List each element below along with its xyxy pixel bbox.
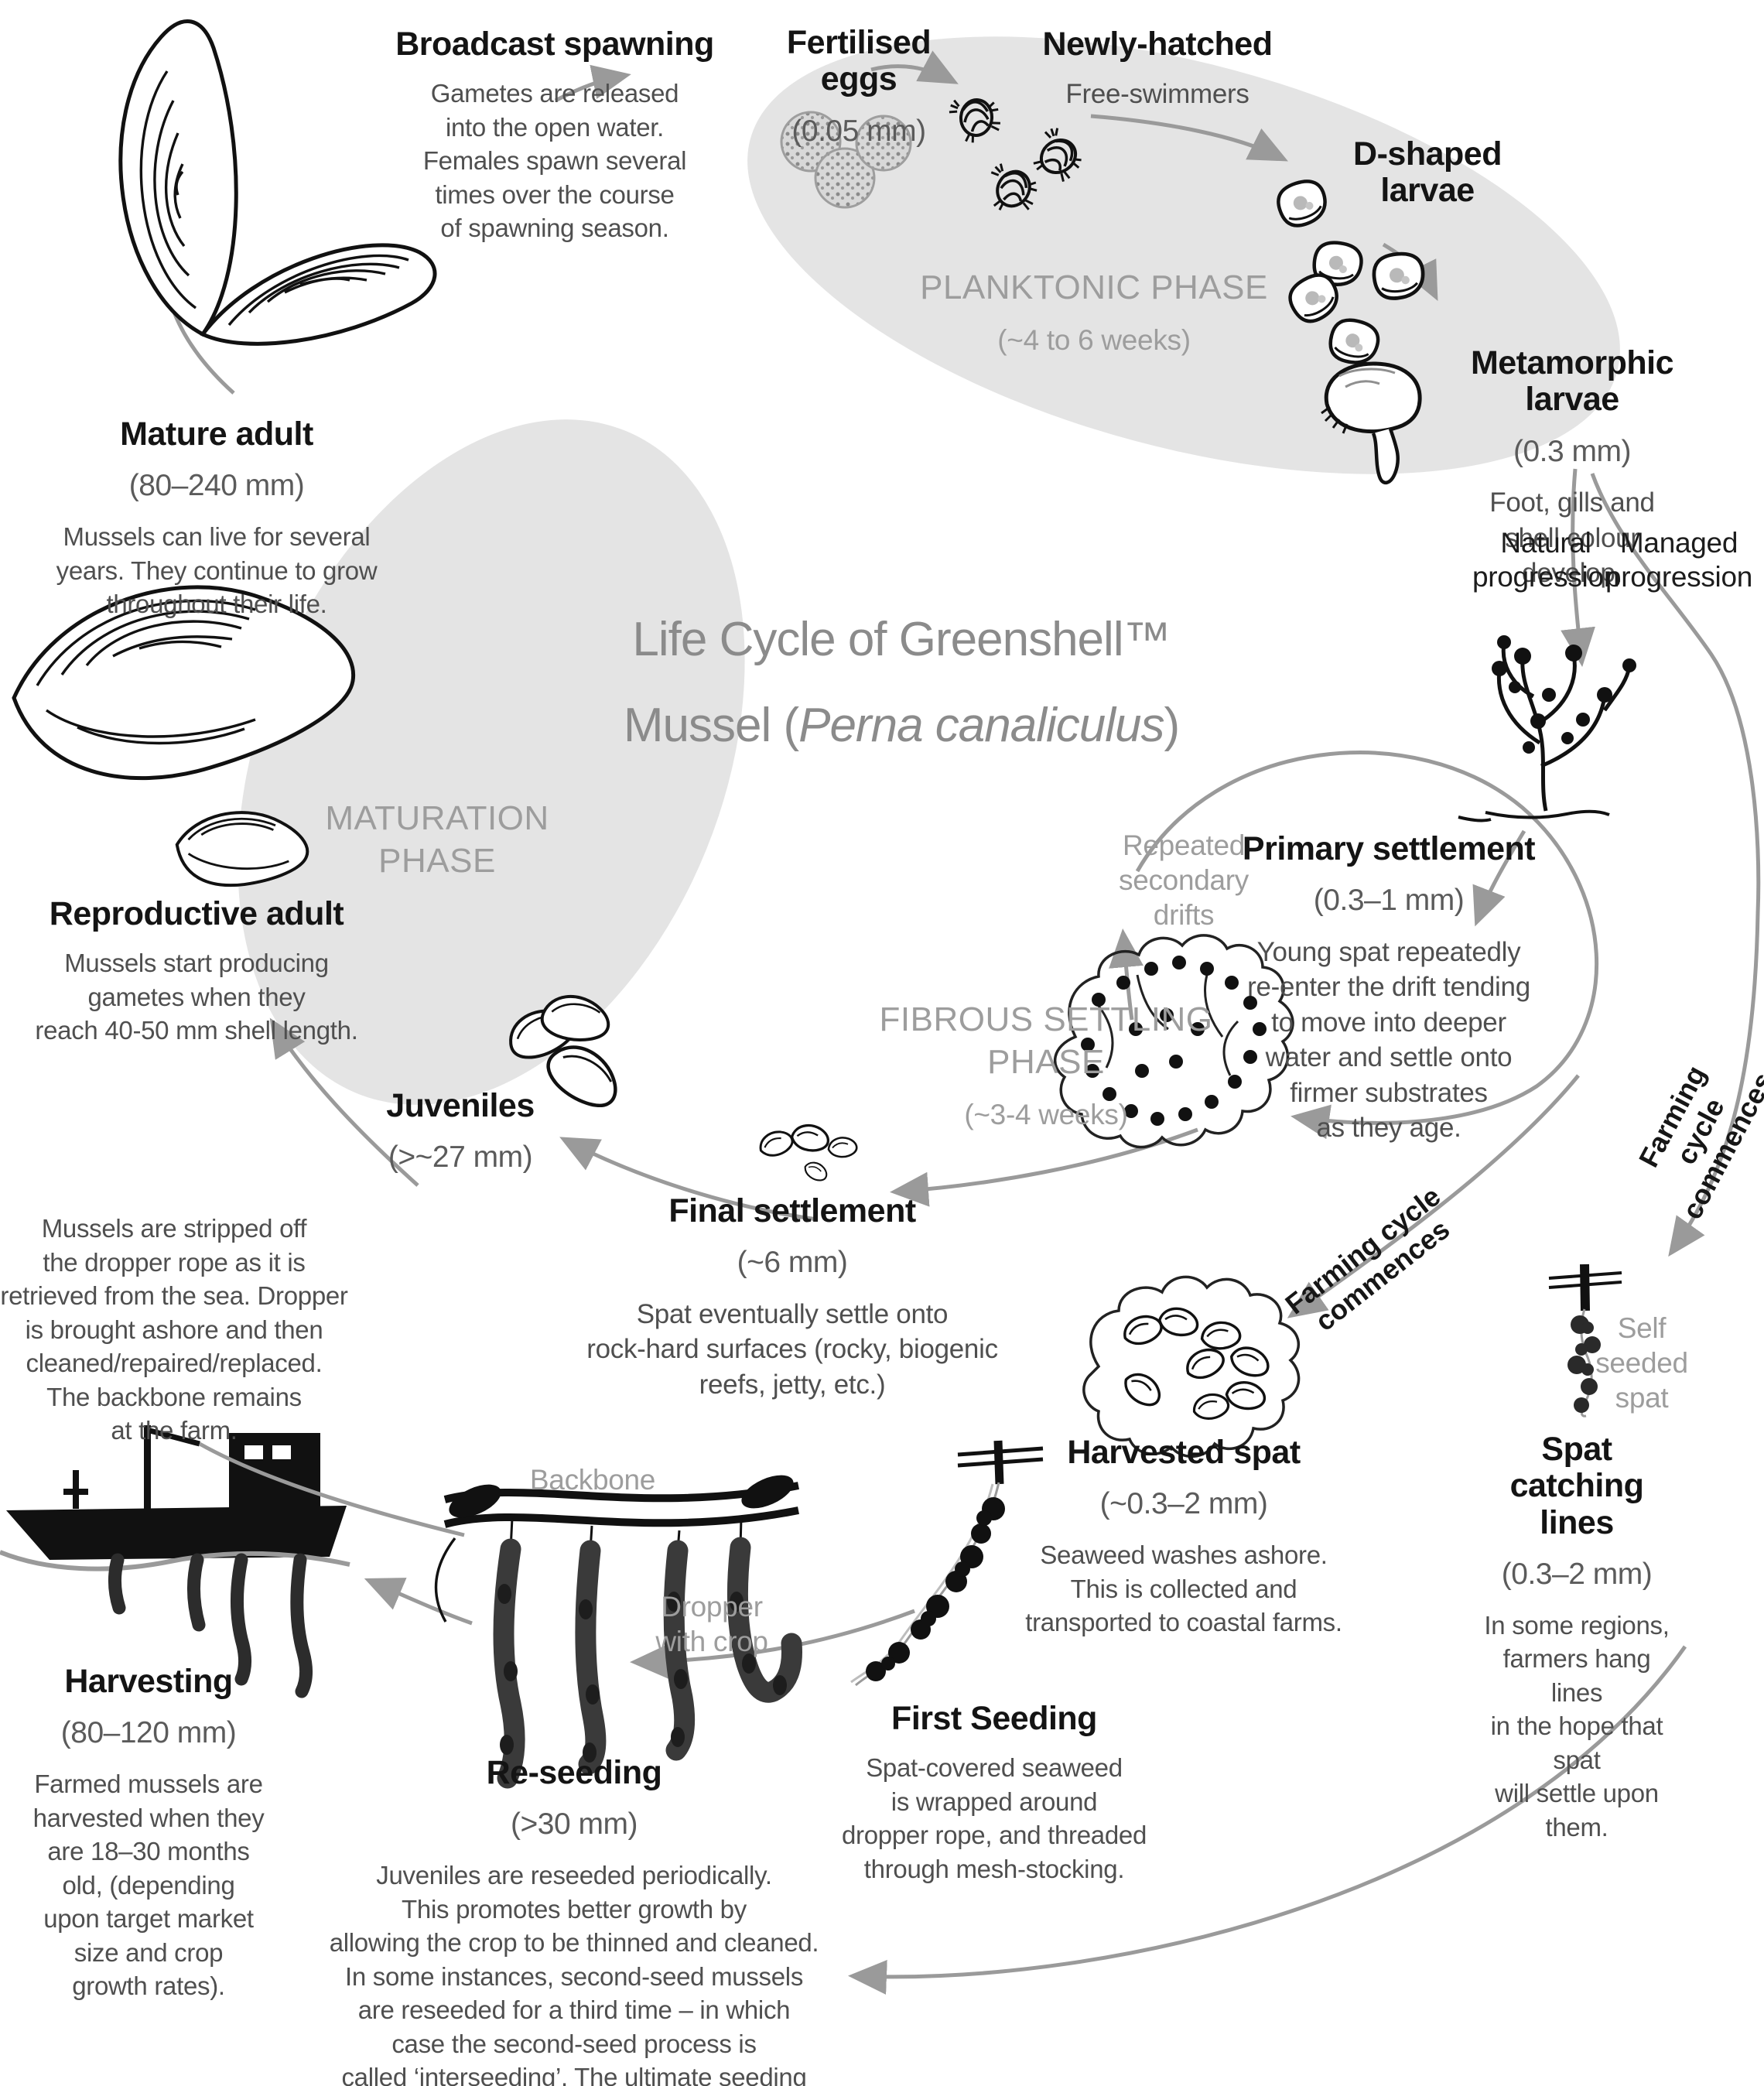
spat-catching-size: (0.3–2 mm) [1501,1557,1653,1591]
dropper-text: Dropper with crop [655,1591,768,1658]
spawning-mussel-illustration [118,19,437,346]
self-seeded-text: Self seeded spat [1595,1312,1688,1414]
title-line2-suffix: ) [1164,699,1181,752]
title-species: Perna canaliculus [798,699,1164,752]
broadcast-spawning-title: Broadcast spawning [395,26,714,63]
spat-catching-body: In some regions, farmers hang lines in t… [1484,1610,1670,1841]
reproductive-adult-title: Reproductive adult [49,895,344,932]
planktonic-phase-duration: (~4 to 6 weeks) [997,324,1191,356]
natural-progression-text: Natural progression [1472,527,1620,593]
re-seeding-size: (>30 mm) [511,1807,638,1841]
primary-settlement-title: Primary settlement [1242,830,1536,867]
primary-settlement-body: Young spat repeatedly re-enter the drift… [1247,936,1530,1144]
newly-hatched-subtitle: Free-swimmers [1065,79,1250,110]
harvested-spat-size: (~0.3–2 mm) [1099,1487,1268,1521]
metamorphic-larvae-title: Metamorphic larvae [1470,344,1674,419]
fertilised-eggs-size: (0.05 mm) [791,114,926,148]
stage-broadcast-spawning: Broadcast spawning Gametes are released … [395,12,714,259]
stripping-note: Mussels are stripped off the dropper rop… [0,1198,348,1462]
harvesting-size: (80–120 mm) [60,1716,237,1750]
fertilised-eggs-title: Fertilised eggs [786,24,932,98]
juveniles-size: (>~27 mm) [388,1140,533,1175]
stage-reproductive-adult: Reproductive adult Mussels start produci… [35,882,357,1062]
stage-harvesting: Harvesting (80–120 mm) Farmed mussels ar… [33,1650,265,2017]
stage-final-settlement: Final settlement (~6 mm) Spat eventually… [586,1179,998,1416]
title-line1: Life Cycle of Greenshell™ [624,604,1179,675]
stage-newly-hatched: Newly-hatched Free-swimmers [1043,12,1273,126]
diagram-title: Life Cycle of Greenshell™ Mussel (Perna … [623,590,1181,775]
farming-cycle-left-label: Farming cycle commences [1260,1156,1465,1345]
d-shaped-larvae-title: D-shaped larvae [1353,135,1502,210]
repeated-drifts-text: Repeated secondary drifts [1118,829,1250,932]
mature-adult-body: Mussels can live for several years. They… [56,522,378,619]
juveniles-title: Juveniles [386,1087,535,1124]
harvesting-title: Harvesting [64,1663,233,1700]
title-line2-prefix: Mussel ( [623,699,799,752]
first-seeding-body: Spat-covered seaweed is wrapped around d… [841,1753,1147,1883]
stage-re-seeding: Re-seeding (>30 mm) Juveniles are reseed… [330,1741,819,2086]
arrow-dshaped-to-metamorphic [1382,242,1438,301]
final-settlement-body: Spat eventually settle onto rock-hard su… [586,1298,998,1400]
harvested-spat-body: Seaweed washes ashore. This is collected… [1025,1540,1342,1637]
stage-spat-catching-lines: Spat catching lines (0.3–2 mm) In some r… [1483,1417,1670,1858]
stripping-note-text: Mussels are stripped off the dropper rop… [0,1214,348,1445]
re-seeding-title: Re-seeding [486,1754,662,1791]
metamorphic-larvae-size: (0.3 mm) [1513,434,1632,468]
fibrous-phase-label: FIBROUS SETTLING PHASE (~3-4 weeks) [880,984,1213,1146]
maturation-phase-name: MATURATION PHASE [325,799,549,880]
title-line1-text: Life Cycle of Greenshell™ [632,613,1171,666]
planktonic-phase-name: PLANKTONIC PHASE [920,268,1268,306]
title-line2: Mussel (Perna canaliculus) [623,689,1181,761]
natural-progression-label: Natural progression [1472,512,1619,607]
harvested-spat-title: Harvested spat [1067,1434,1301,1471]
farming-cycle-right-label: Farming cycle commences [1594,1024,1764,1225]
settlement-seaweed-illustration [1458,635,1636,822]
stage-primary-settlement: Primary settlement (0.3–1 mm) Young spat… [1242,817,1536,1160]
spat-catching-title: Spat catching lines [1509,1431,1644,1541]
dropper-label: Dropper with crop [655,1575,768,1673]
stage-d-shaped-larvae: D-shaped larvae [1353,122,1502,224]
managed-progression-text: Managed progression [1605,527,1753,593]
first-seeding-title: First Seeding [891,1700,1097,1737]
stage-juveniles: Juveniles (>~27 mm) [386,1074,535,1192]
metamorphic-larva-illustration [1321,361,1422,484]
first-seeding-dropper-illustration [850,1440,1044,1687]
arrow-mature-to-spawning [147,192,235,395]
stage-fertilised-eggs: Fertilised eggs (0.05 mm) [786,11,932,165]
self-seeded-label: Self seeded spat [1595,1297,1688,1429]
stage-first-seeding: First Seeding Spat-covered seaweed is wr… [842,1687,1147,1900]
mature-adult-title: Mature adult [120,415,313,453]
mature-adult-size: (80–240 mm) [128,469,305,503]
stage-harvested-spat: Harvested spat (~0.3–2 mm) Seaweed washe… [1025,1421,1342,1653]
reproductive-adult-body: Mussels start producing gametes when the… [35,949,358,1045]
reproductive-mussel-illustration [175,811,309,887]
re-seeding-body: Juveniles are reseeded periodically. Thi… [329,1860,819,2086]
managed-progression-label: Managed progression [1605,512,1752,607]
final-settlement-size: (~6 mm) [737,1246,848,1280]
final-spat-group-illustration [755,1122,859,1185]
maturation-phase-label: MATURATION PHASE [325,783,549,896]
stage-mature-adult: Mature adult (80–240 mm) Mussels can liv… [56,402,378,635]
farming-cycle-right-text: Farming cycle commences [1632,1060,1764,1225]
backbone-label: Backbone [530,1448,655,1511]
fibrous-phase-duration: (~3-4 weeks) [964,1099,1128,1130]
primary-settlement-size: (0.3–1 mm) [1313,884,1465,918]
newly-hatched-title: Newly-hatched [1042,26,1273,63]
fibrous-phase-name: FIBROUS SETTLING PHASE [879,1000,1213,1081]
final-settlement-title: Final settlement [668,1192,916,1229]
backbone-text: Backbone [529,1464,656,1496]
harvesting-body: Farmed mussels are harvested when they a… [32,1769,265,2001]
repeated-drifts-label: Repeated secondary drifts [1119,814,1249,946]
planktonic-phase-label: PLANKTONIC PHASE (~4 to 6 weeks) [920,252,1268,371]
broadcast-spawning-body: Gametes are released into the open water… [422,79,687,243]
arrow-reseed-to-boat [364,1578,473,1626]
farming-cycle-left-text: Farming cycle commences [1279,1180,1456,1337]
